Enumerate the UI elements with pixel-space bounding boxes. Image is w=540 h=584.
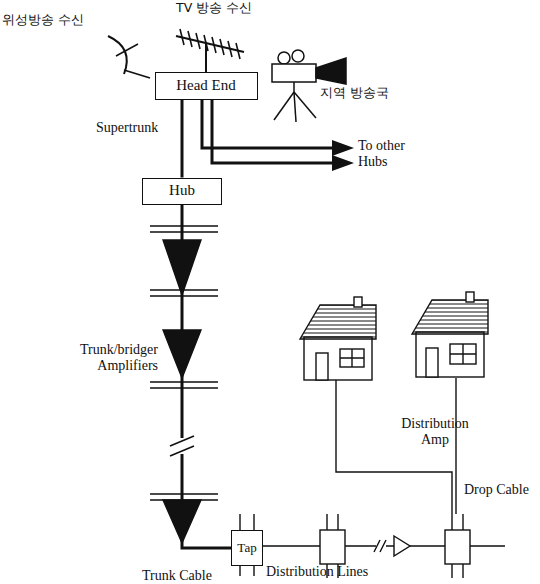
supertrunk-label: Supertrunk <box>96 120 158 136</box>
tap-box: Tap <box>231 530 263 566</box>
bridger-lines <box>150 226 218 500</box>
tap-stub <box>452 514 463 578</box>
satellite-dish <box>108 36 150 78</box>
supertrunk-line <box>181 100 184 178</box>
station-label: 지역 방송국 <box>320 86 420 100</box>
node-text: Head End <box>176 77 236 94</box>
dish-cable <box>124 70 150 78</box>
tap-box-blank <box>445 530 470 564</box>
hub-link-line <box>212 100 334 163</box>
satellite-label: 위성방송 수신 <box>2 13 102 27</box>
house-chimney <box>466 292 474 302</box>
arrow-head <box>332 140 354 156</box>
tv-antenna <box>176 29 244 72</box>
arrow-head <box>332 155 354 171</box>
amplifier-triangle <box>163 240 201 295</box>
distribution-lines-label: Distribution Lines <box>266 564 416 580</box>
other-hub-links <box>202 100 354 171</box>
hub-link-line <box>202 100 334 148</box>
tripod-leg <box>274 92 294 120</box>
drop-cable-label: Drop Cable <box>464 482 538 498</box>
house-roof <box>412 300 488 334</box>
house-window <box>340 349 364 367</box>
antenna-label: TV 방송 수신 <box>176 1 286 15</box>
house-door <box>426 348 438 377</box>
trunk-cable-label: Trunk Cable <box>142 568 234 584</box>
tap-box-blank <box>320 530 345 564</box>
amplifier-triangle <box>163 500 201 543</box>
other-hubs-label: To other Hubs <box>358 138 430 170</box>
trunk-amplifiers <box>150 226 218 543</box>
house-wall <box>304 337 372 380</box>
film-reel <box>292 50 304 62</box>
break-mark <box>374 540 386 552</box>
house <box>412 292 488 377</box>
film-reel <box>278 52 290 64</box>
tripod-leg <box>294 92 296 122</box>
amplifier-label: Trunk/bridger Amplifiers <box>62 342 158 374</box>
dish-feed <box>116 44 138 56</box>
house-door <box>316 353 328 380</box>
distribution-amp <box>394 536 410 556</box>
hub-box: Hub <box>142 178 222 205</box>
camera-lens <box>316 58 346 84</box>
antenna-boom <box>176 36 244 52</box>
distribution-amp-label: Distribution Amp <box>392 416 478 448</box>
window-frame <box>340 349 364 367</box>
house-wall <box>416 332 484 377</box>
amplifier-triangle <box>163 330 201 378</box>
tripod-leg <box>294 92 316 118</box>
head-end-box: Head End <box>155 72 258 100</box>
house <box>300 297 376 380</box>
house-roof <box>300 305 376 339</box>
tripod-head <box>293 82 295 92</box>
house-window <box>450 344 476 364</box>
house-chimney <box>354 297 362 307</box>
node-text: Hub <box>169 182 195 199</box>
node-text: Tap <box>237 541 256 556</box>
drop-cable-line <box>455 378 456 514</box>
antenna-elements <box>180 29 240 59</box>
break-mark <box>170 436 194 456</box>
window-frame <box>450 344 476 364</box>
camera-body <box>272 64 316 82</box>
